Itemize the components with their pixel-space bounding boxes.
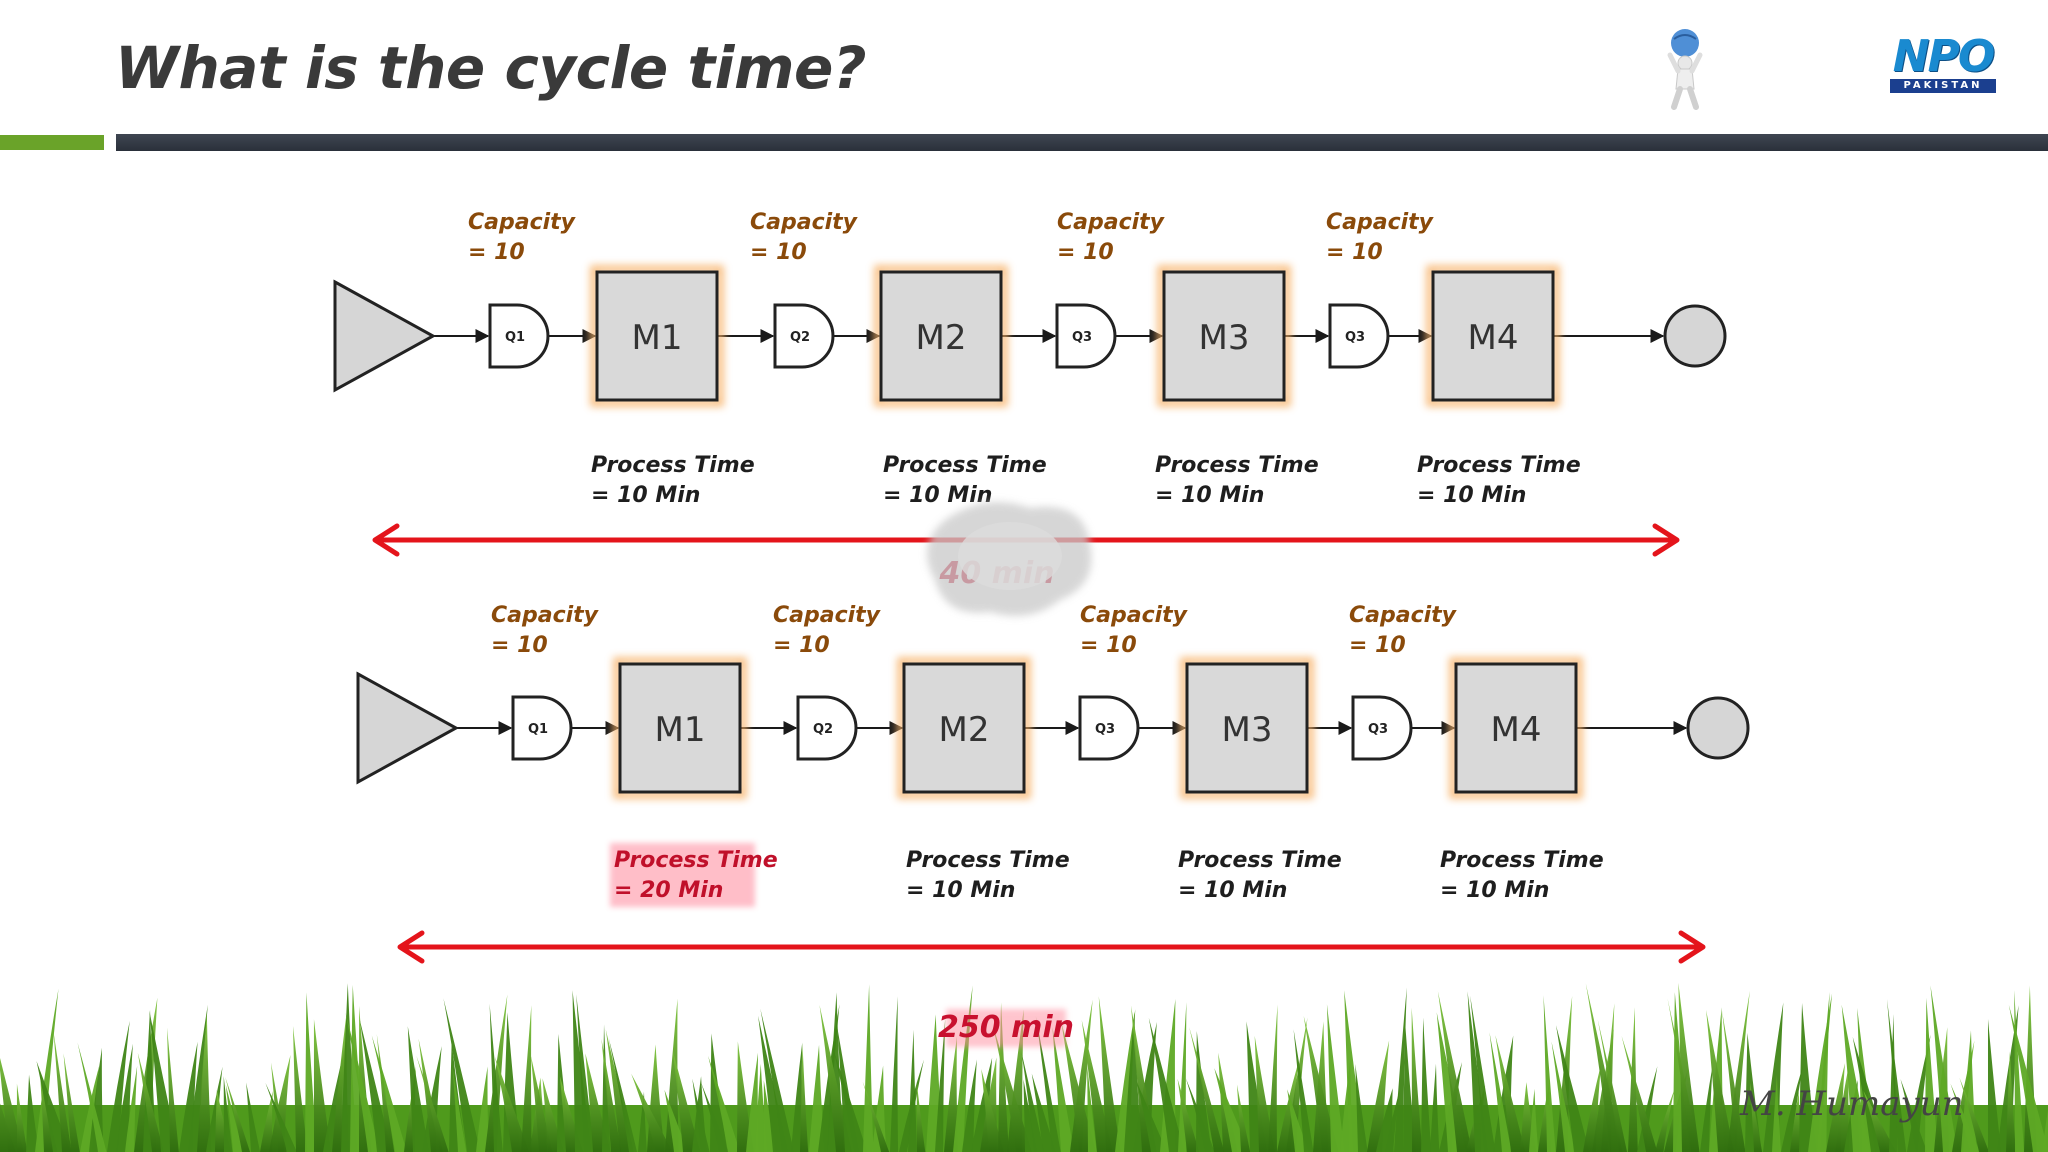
machine-box: M4 — [1426, 265, 1560, 407]
queue-buffer: Q2 — [773, 303, 835, 369]
machine-box: M2 — [874, 265, 1008, 407]
queue-label: Q1 — [528, 722, 548, 737]
process-time-label: Process Time — [883, 453, 1047, 478]
circle-sink-icon — [1663, 304, 1727, 368]
queue-buffer: Q1 — [488, 303, 550, 369]
queue-buffer: Q1 — [511, 695, 573, 761]
queue-label: Q2 — [813, 722, 833, 737]
queue-label: Q3 — [1345, 330, 1365, 345]
title-divider-bar — [116, 134, 2048, 151]
process-time-label: Process Time — [1417, 453, 1581, 478]
capacity-value: = 10 — [491, 633, 548, 658]
process-time-label: Process Time — [591, 453, 755, 478]
title-accent-bar — [0, 135, 104, 150]
process-time-label: Process Time — [906, 848, 1070, 873]
machine-label: M1 — [632, 318, 683, 358]
npo-pakistan-logo: NPO PAKISTAN — [1888, 34, 1998, 94]
person-carrying-globe-icon — [1667, 29, 1703, 110]
machine-label: M4 — [1491, 710, 1542, 750]
process-time-value: = 10 Min — [906, 878, 1015, 903]
queue-buffer: Q3 — [1351, 695, 1413, 761]
queue-label: Q2 — [790, 330, 810, 345]
queue-buffer: Q2 — [796, 695, 858, 761]
queue-buffer: Q3 — [1055, 303, 1117, 369]
machine-label: M1 — [655, 710, 706, 750]
queue-buffer: Q3 — [1078, 695, 1140, 761]
machine-label: M4 — [1468, 318, 1519, 358]
capacity-value: = 10 — [1057, 240, 1114, 265]
capacity-value: = 10 — [750, 240, 807, 265]
process-time-label: Process Time — [1155, 453, 1319, 478]
capacity-value: = 10 — [1349, 633, 1406, 658]
queue-buffer: Q3 — [1328, 303, 1390, 369]
machine-box: M3 — [1157, 265, 1291, 407]
ink-blot-decoration — [927, 502, 1092, 616]
capacity-value: = 10 — [1326, 240, 1383, 265]
capacity-label: Capacity — [468, 210, 577, 235]
triangle-source-icon — [333, 279, 437, 393]
machine-label: M2 — [939, 710, 990, 750]
capacity-label: Capacity — [491, 603, 600, 628]
capacity-value: = 10 — [773, 633, 830, 658]
cycle-time-arrow — [397, 930, 1706, 964]
circle-sink-icon — [1686, 696, 1750, 760]
capacity-label: Capacity — [750, 210, 859, 235]
signature-decoration: M. Humayun — [1739, 1084, 1964, 1124]
machine-label: M3 — [1222, 710, 1273, 750]
process-time-label: Process Time — [1178, 848, 1342, 873]
capacity-label: Capacity — [773, 603, 882, 628]
machine-label: M3 — [1199, 318, 1250, 358]
machine-box: M2 — [897, 657, 1031, 799]
machine-box: M1 — [613, 657, 747, 799]
production-line-bottleneck: Q1 Capacity = 10 Q2 Capacity = 10 Q3 Capacity = … — [356, 603, 1750, 1047]
capacity-label: Capacity — [1349, 603, 1458, 628]
highlight-glow — [610, 843, 755, 907]
process-time-value: = 10 Min — [1178, 878, 1287, 903]
grass-decoration — [0, 982, 2048, 1152]
logo-sub-text: PAKISTAN — [1890, 79, 1996, 93]
slide-title: What is the cycle time? — [115, 34, 866, 102]
machine-box: M1 — [590, 265, 724, 407]
queue-label: Q1 — [505, 330, 525, 345]
process-time-value: = 20 Min — [614, 878, 723, 903]
capacity-label: Capacity — [1057, 210, 1166, 235]
capacity-label: Capacity — [1326, 210, 1435, 235]
process-time-value: = 10 Min — [1155, 483, 1264, 508]
total-cycle-time: 250 min — [938, 1010, 1074, 1045]
machine-box: M4 — [1449, 657, 1583, 799]
triangle-source-icon — [356, 671, 460, 785]
machine-label: M2 — [916, 318, 967, 358]
process-time-value: = 10 Min — [1440, 878, 1549, 903]
process-time-label: Process Time — [614, 848, 778, 873]
queue-label: Q3 — [1095, 722, 1115, 737]
process-time-value: = 10 Min — [883, 483, 992, 508]
process-time-value: = 10 Min — [1417, 483, 1526, 508]
process-time-value: = 10 Min — [591, 483, 700, 508]
production-line-balanced: Q1 Capacity = 10 Q2 Capacity = 10 Q3 Capacity = … — [333, 210, 1727, 591]
process-time-label: Process Time — [1440, 848, 1604, 873]
logo-main-text: NPO — [1892, 31, 1995, 82]
capacity-value: = 10 — [468, 240, 525, 265]
machine-box: M3 — [1180, 657, 1314, 799]
capacity-value: = 10 — [1080, 633, 1137, 658]
queue-label: Q3 — [1368, 722, 1388, 737]
capacity-label: Capacity — [1080, 603, 1189, 628]
total-glow — [946, 1009, 1066, 1047]
queue-label: Q3 — [1072, 330, 1092, 345]
